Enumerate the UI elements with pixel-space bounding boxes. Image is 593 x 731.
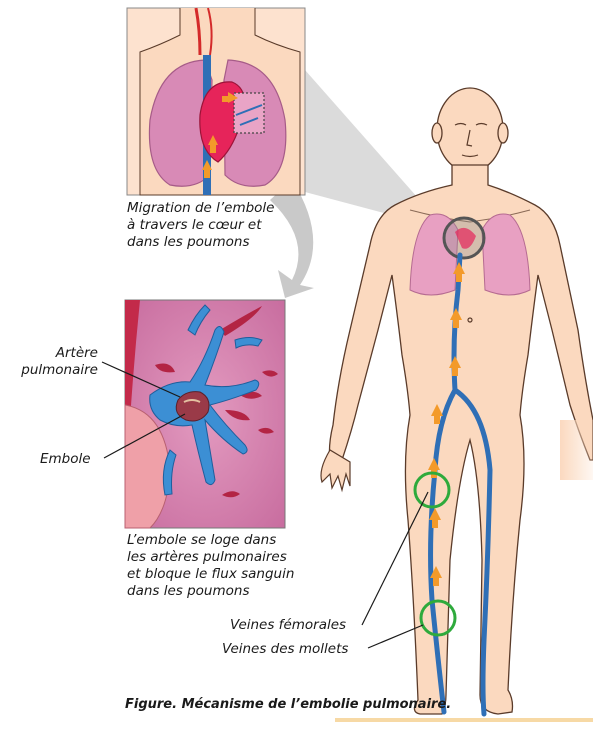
label-loge-line-1: L’embole se loge dans (127, 532, 294, 549)
label-embole: Embole (40, 451, 91, 468)
curved-arrow (270, 180, 314, 298)
label-loge-line-4: dans les poumons (127, 583, 294, 600)
figure-caption: Figure. Mécanisme de l’embolie pulmonair… (125, 697, 451, 712)
label-artere-line-2: pulmonaire (10, 362, 98, 379)
top-inset (127, 8, 305, 195)
right-hand (560, 420, 593, 480)
label-migration-line-2: à travers le cœur et (127, 217, 275, 234)
left-hand (321, 450, 350, 490)
label-artere-pulmonaire: Artère pulmonaire (10, 345, 98, 379)
label-migration: Migration de l’embole à travers le cœur … (127, 200, 275, 251)
label-veines-femorales: Veines fémorales (230, 617, 346, 634)
middle-inset (125, 300, 285, 528)
label-migration-line-1: Migration de l’embole (127, 200, 275, 217)
label-loge-line-2: les artères pulmonaires (127, 549, 294, 566)
label-artere-line-1: Artère (10, 345, 98, 362)
label-migration-line-3: dans les poumons (127, 234, 275, 251)
label-loge-line-3: et bloque le flux sanguin (127, 566, 294, 583)
label-veines-mollets: Veines des mollets (222, 641, 348, 658)
label-loge: L’embole se loge dans les artères pulmon… (127, 532, 294, 600)
floor-strip (335, 718, 593, 722)
